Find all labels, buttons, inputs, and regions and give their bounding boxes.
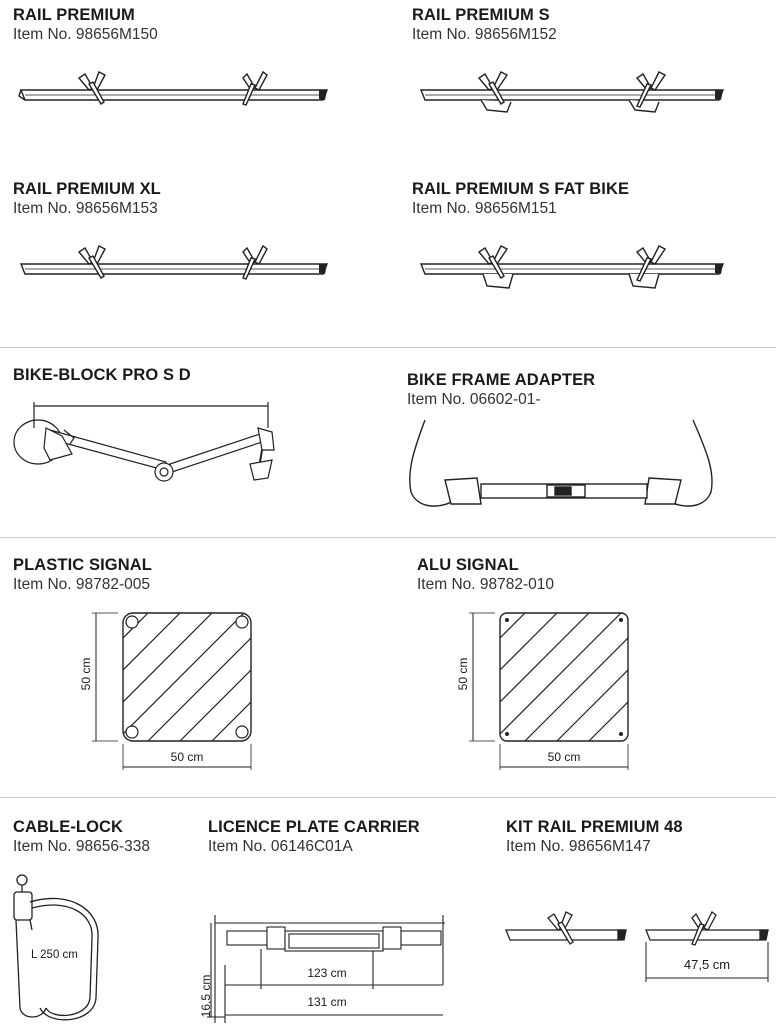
product-title: LICENCE PLATE CARRIER [208,818,420,836]
product-cable-lock: CABLE-LOCK Item No. 98656-338 [13,818,150,856]
alu-signal-drawing [469,612,629,770]
licence-plate-carrier-drawing [207,915,445,1023]
cable-lock-drawing [13,874,99,1021]
product-title: BIKE-BLOCK PRO S D [13,366,191,384]
item-number: Item No. 98656-338 [13,838,151,855]
item-number: Item No. 98656M150 [13,26,158,43]
plastic-signal-drawing [92,612,252,770]
item-number: Item No. 06602-01- [407,391,541,408]
rail-premium-s-fat-bike-drawing [419,245,725,289]
item-number: Item No. 98656M151 [412,200,557,217]
item-number: Item No. 98656M153 [13,200,158,217]
kit-rail-premium-48-drawing [505,911,769,982]
product-title: RAIL PREMIUM S FAT BIKE [412,180,630,198]
item-number: Item No. 06146C01A [208,838,353,855]
section-divider [0,347,776,348]
rail-premium-s-drawing [419,71,725,113]
bike-frame-adapter-drawing [409,419,713,507]
product-plastic-signal: PLASTIC SIGNAL Item No. 98782-005 [13,556,152,594]
product-title: BIKE FRAME ADAPTER [407,371,596,389]
section-divider [0,797,776,798]
length-label: 47,5 cm [683,957,731,972]
rail-premium-drawing [18,70,329,106]
item-number: Item No. 98656M147 [506,838,651,855]
product-alu-signal: ALU SIGNAL Item No. 98782-010 [417,556,554,594]
product-kit-rail-premium-48: KIT RAIL PREMIUM 48 Item No. 98656M147 [506,818,683,856]
item-number: Item No. 98782-010 [417,576,555,593]
rail-premium-xl-drawing [19,244,329,280]
item-number: Item No. 98656M152 [412,26,557,43]
height-label: 16,5 cm [199,974,213,1018]
product-bike-block: BIKE-BLOCK PRO S D [13,366,191,385]
plastic-signal-height-label-wrap: 50 cm [79,655,98,695]
item-number: Item No. 98782-005 [13,576,151,593]
product-title: KIT RAIL PREMIUM 48 [506,818,683,836]
outer-width-label: 131 cm [307,995,347,1009]
product-bike-frame-adapter: BIKE FRAME ADAPTER Item No. 06602-01- [407,371,595,409]
product-licence-plate-carrier: LICENCE PLATE CARRIER Item No. 06146C01A [208,818,420,856]
product-title: RAIL PREMIUM XL [13,180,161,198]
bike-block-drawing [13,402,275,482]
section-divider [0,537,776,538]
inner-width-label: 123 cm [307,966,347,980]
product-title: ALU SIGNAL [417,556,519,574]
length-label: L 250 cm [31,949,78,961]
height-label: 50 cm [456,657,470,691]
product-rail-premium-s: RAIL PREMIUM S Item No. 98656M152 [412,6,557,44]
height-label: 50 cm [79,657,93,691]
alu-signal-height-label-wrap: 50 cm [456,655,475,695]
width-label: 50 cm [170,750,204,764]
width-label: 50 cm [547,750,581,764]
licence-height-label-wrap: 16,5 cm [196,973,216,1023]
product-title: PLASTIC SIGNAL [13,556,152,574]
product-rail-premium: RAIL PREMIUM Item No. 98656M150 [13,6,158,44]
product-title: RAIL PREMIUM S [412,6,550,24]
product-title: CABLE-LOCK [13,818,124,836]
product-rail-premium-xl: RAIL PREMIUM XL Item No. 98656M153 [13,180,161,218]
product-rail-premium-s-fat-bike: RAIL PREMIUM S FAT BIKE Item No. 98656M1… [412,180,629,218]
product-title: RAIL PREMIUM [13,6,135,24]
